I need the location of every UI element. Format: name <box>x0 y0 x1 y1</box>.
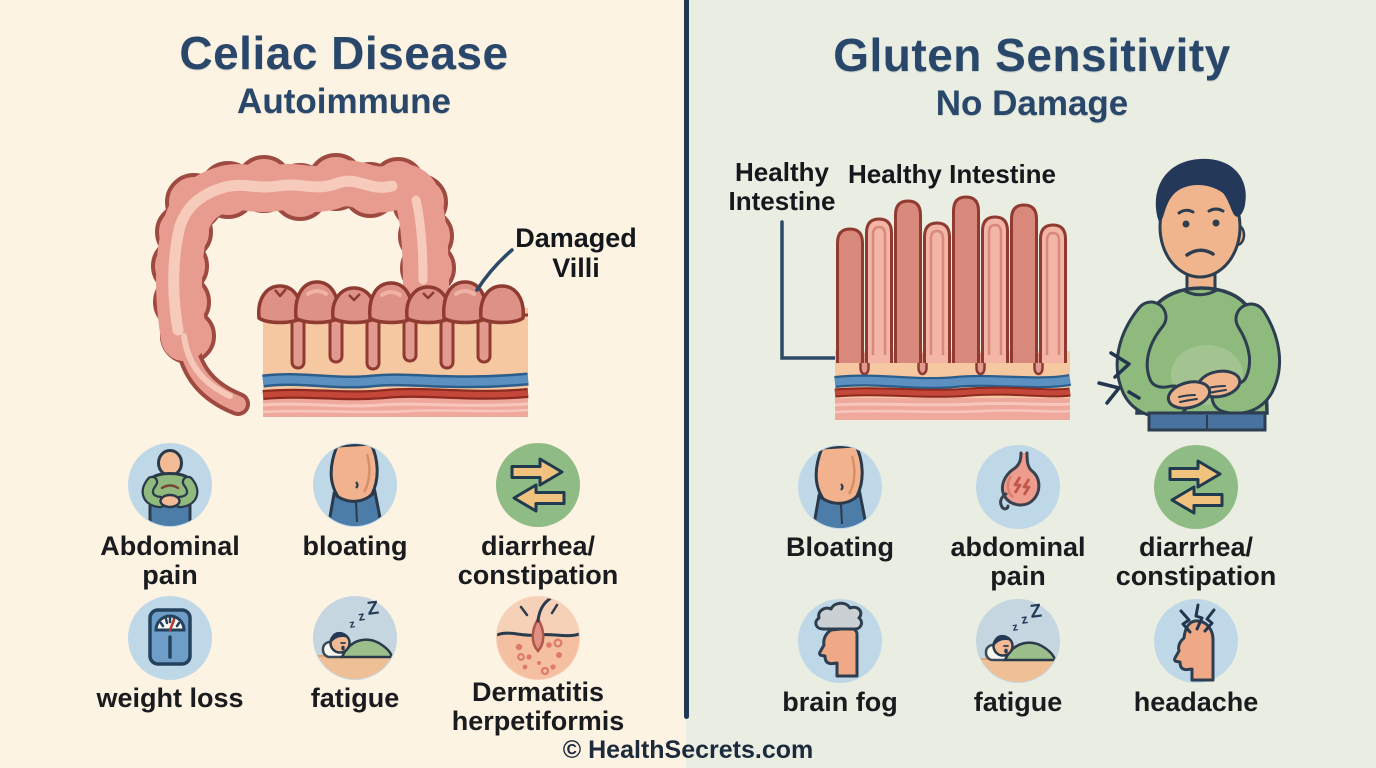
colon-highlight <box>168 175 398 336</box>
symptom-label: Dermatitis herpetiformis <box>451 677 625 736</box>
stomach-organ-pain-icon <box>976 445 1060 529</box>
healthy-intestine-annotation-top: Healthy Intestine <box>847 159 1057 189</box>
muscle-layer <box>835 398 1070 420</box>
sleep-z-small: z <box>1011 621 1019 634</box>
panel-divider-line <box>684 0 689 719</box>
damaged-intestine-illustration <box>151 153 529 417</box>
healthy-villi-fingers <box>836 195 1067 363</box>
skin-rash-follicle-icon <box>496 596 580 680</box>
healthy-intestine-annotation-side: Healthy Intestine <box>728 157 836 216</box>
opposing-arrows-icon <box>1154 445 1238 529</box>
opposing-arrows-icon <box>496 443 580 527</box>
sleep-z-large: Z <box>366 597 381 619</box>
left-panel-title: Celiac Disease <box>179 27 509 79</box>
sleep-z-mid: z <box>1020 611 1029 627</box>
healthy-villi-cross-section <box>834 195 1072 420</box>
bloated-belly-icon <box>313 443 397 527</box>
sleep-z-large: Z <box>1029 600 1044 622</box>
symptom-label: Abdominal pain <box>100 531 240 590</box>
person-clutching-stomach-icon <box>128 443 212 527</box>
sleeping-person-icon: z z Z <box>313 596 397 680</box>
hair <box>1155 158 1246 222</box>
person-holding-stomach-illustration <box>1097 158 1281 432</box>
frown-mouth <box>1185 248 1215 257</box>
sleep-z-mid: z <box>357 608 366 624</box>
colon-illustration <box>151 153 456 416</box>
weighing-scale-icon <box>128 596 212 680</box>
symptom-label: bloating <box>302 531 408 561</box>
symptom-label: headache <box>1133 687 1259 717</box>
symptom-label: fatigue <box>310 683 400 713</box>
sleeping-person-icon: z z Z <box>976 599 1060 683</box>
muscle-layer <box>263 398 528 417</box>
crypts <box>290 312 492 371</box>
bloated-belly-icon <box>798 445 882 529</box>
sleep-z-small: z <box>348 618 356 631</box>
right-panel-subtitle: No Damage <box>935 84 1129 123</box>
right-panel-title: Gluten Sensitivity <box>833 29 1231 81</box>
headache-head-bolts-icon <box>1154 599 1238 683</box>
symptom-label: diarrhea/ constipation <box>1115 532 1277 591</box>
damaged-villi-annotation: Damaged Villi <box>515 223 637 283</box>
blunted-villi <box>257 280 525 325</box>
symptom-label: weight loss <box>96 683 244 713</box>
symptom-label: brain fog <box>782 687 898 717</box>
symptom-label: fatigue <box>973 687 1063 717</box>
symptom-label: Bloating <box>786 532 894 562</box>
credit-line: © HealthSecrets.com <box>562 736 814 764</box>
left-panel-subtitle: Autoimmune <box>237 82 451 121</box>
damaged-villi-pointer-line <box>475 248 514 292</box>
symptom-label: abdominal pain <box>950 532 1086 591</box>
pain-marks <box>1097 351 1141 405</box>
symptom-label: diarrhea/ constipation <box>457 531 619 590</box>
brain-fog-head-cloud-icon <box>798 599 882 683</box>
damaged-villi-cross-section <box>257 280 529 417</box>
